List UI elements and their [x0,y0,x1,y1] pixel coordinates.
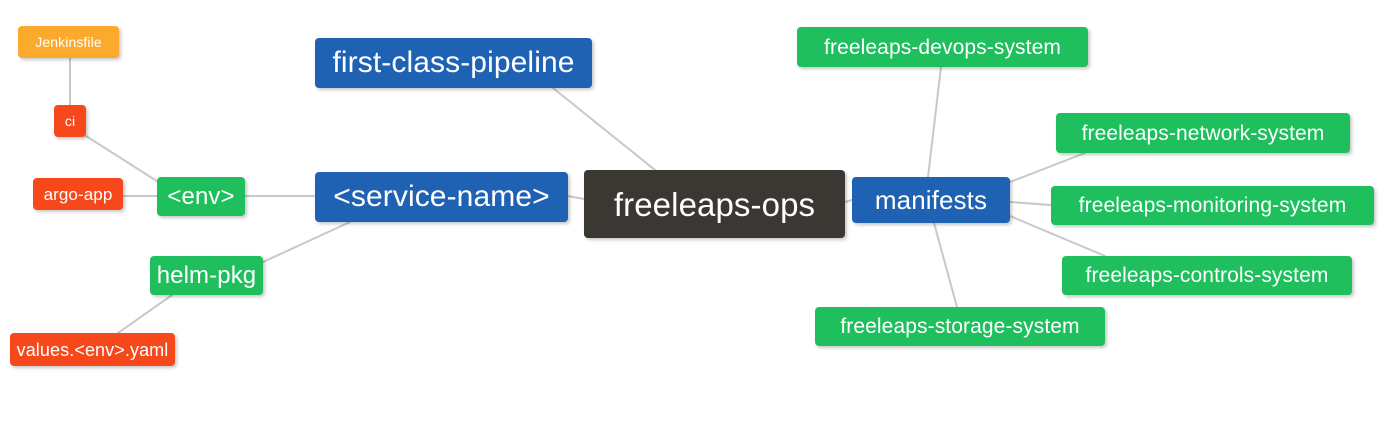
mindmap-node-label: freeleaps-monitoring-system [1078,194,1347,217]
mindmap-node-label: freeleaps-controls-system [1085,264,1329,287]
mindmap-node-label: freeleaps-storage-system [840,315,1080,338]
edge-helm-pkg-to-service-name [262,221,351,263]
mindmap-node-label: freeleaps-network-system [1081,121,1325,145]
mindmap-node-ci[interactable]: ci [54,105,86,137]
mindmap-node-argo-app[interactable]: argo-app [33,178,123,210]
mindmap-node-manifests[interactable]: manifests [852,177,1010,223]
edge-service-name-to-freeleaps-ops [567,195,585,200]
mindmap-node-label: first-class-pipeline [332,46,575,79]
mindmap-node-network-system[interactable]: freeleaps-network-system [1056,113,1350,153]
mindmap-node-devops-system[interactable]: freeleaps-devops-system [797,27,1088,67]
edge-freeleaps-ops-to-manifests [844,199,853,203]
mindmap-node-label: ci [64,113,76,129]
mindmap-node-label: <service-name> [333,180,550,213]
edge-manifests-to-network-system [1009,152,1086,183]
mindmap-node-label: argo-app [43,184,113,204]
mindmap-node-monitoring-system[interactable]: freeleaps-monitoring-system [1051,186,1374,225]
mindmap-node-helm-pkg[interactable]: helm-pkg [150,256,263,295]
mindmap-node-freeleaps-ops[interactable]: freeleaps-ops [584,170,845,238]
edge-first-class-pipeline-to-freeleaps-ops [552,87,656,171]
mindmap-node-service-name[interactable]: <service-name> [315,172,568,222]
mindmap-node-env[interactable]: <env> [157,177,245,216]
mindmap-node-label: freeleaps-ops [613,185,816,223]
edge-manifests-to-monitoring-system [1009,201,1052,206]
mindmap-node-first-class-pipeline[interactable]: first-class-pipeline [315,38,592,88]
edge-manifests-to-devops-system [927,66,942,178]
mindmap-node-label: Jenkinsfile [35,34,102,50]
mindmap-node-label: freeleaps-devops-system [824,35,1061,59]
mindmap-node-controls-system[interactable]: freeleaps-controls-system [1062,256,1352,295]
mindmap-node-storage-system[interactable]: freeleaps-storage-system [815,307,1105,346]
mindmap-node-label: helm-pkg [156,261,257,289]
mindmap-node-values-yaml[interactable]: values.<env>.yaml [10,333,175,366]
edge-manifests-to-storage-system [933,222,958,308]
mindmap-node-label: manifests [874,185,988,215]
mindmap-node-label: <env> [167,182,235,210]
mindmap-node-label: values.<env>.yaml [16,339,169,360]
edge-values-yaml-to-helm-pkg [117,294,173,334]
mindmap-node-jenkinsfile[interactable]: Jenkinsfile [18,26,119,58]
